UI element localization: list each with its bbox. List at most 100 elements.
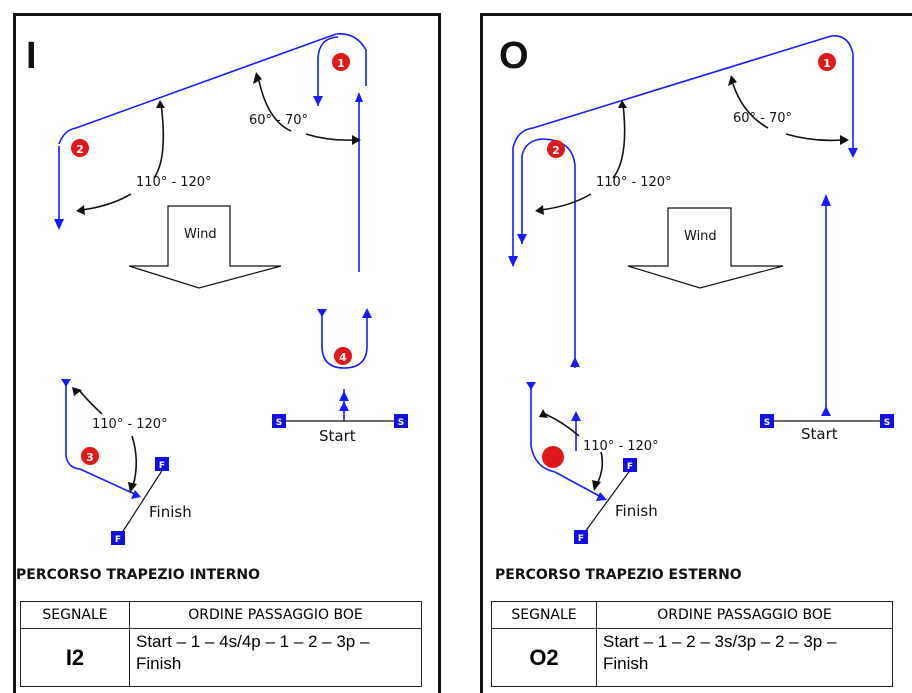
arrowhead	[596, 492, 607, 501]
arrowhead	[848, 148, 858, 158]
start-label: Start	[319, 427, 356, 445]
arrowhead	[253, 72, 262, 84]
finish-flag-bottom	[574, 530, 588, 544]
arrowhead	[517, 234, 527, 244]
start-flag-right-label: S	[884, 418, 890, 428]
finish-flag-top-label: F	[159, 461, 165, 471]
arrowhead	[539, 409, 548, 418]
course-loop-2	[521, 138, 576, 368]
signal-table: SEGNALE ORDINE PASSAGGIO BOE I2 Start – …	[20, 601, 422, 687]
finish-flag-top	[155, 457, 169, 471]
arrowhead	[618, 100, 627, 108]
arrowhead	[61, 379, 71, 387]
mark-1	[818, 53, 836, 71]
finish-line	[581, 468, 632, 537]
arrowhead	[128, 482, 137, 493]
wind-label: Wind	[684, 229, 717, 244]
course-leg-3	[530, 384, 604, 499]
signal-table: SEGNALE ORDINE PASSAGGIO BOE O2 Start – …	[491, 601, 893, 687]
arrowhead	[355, 92, 363, 102]
wind-arrow	[128, 205, 282, 289]
wind-label: Wind	[184, 227, 217, 242]
angle-arc-upper-b	[785, 133, 844, 142]
angle-arc-lower-b	[131, 435, 138, 487]
mark-3-label: 3	[86, 451, 94, 464]
finish-label: Finish	[149, 503, 192, 521]
angle-arc-upper	[258, 80, 292, 132]
angle-arc-lower	[544, 413, 580, 437]
angle-arc-left-b	[540, 193, 592, 211]
angle-label-upper: 60° - 70°	[249, 113, 308, 128]
arrowhead	[339, 391, 349, 401]
arrowhead	[571, 411, 581, 421]
col-header-signal: SEGNALE	[20, 601, 130, 629]
arrowhead	[728, 75, 737, 86]
arrowhead	[131, 490, 141, 499]
start-label: Start	[801, 425, 838, 443]
course-leg-3	[65, 381, 140, 497]
finish-label: Finish	[615, 502, 658, 520]
arrowhead	[821, 194, 831, 206]
arrowhead	[526, 382, 536, 390]
course-leg-reach	[512, 35, 854, 266]
col-header-signal: SEGNALE	[491, 601, 597, 629]
angle-arc-left	[153, 103, 165, 179]
start-flag-left-label: S	[764, 418, 770, 428]
arrowhead	[352, 135, 361, 145]
mark-order: Start – 1 – 2 – 3s/3p – 2 – 3p – Finish	[596, 628, 893, 687]
mark-2-label: 2	[552, 144, 560, 157]
angle-arc-upper	[732, 83, 769, 129]
arrowhead	[508, 256, 518, 267]
finish-flag-bottom	[111, 531, 125, 545]
arrowhead	[317, 309, 327, 317]
mark-3	[542, 446, 564, 468]
col-header-order: ORDINE PASSAGGIO BOE	[596, 601, 893, 629]
start-flag-left-label: S	[276, 418, 282, 428]
angle-arc-lower-b	[596, 451, 604, 485]
course-letter: I	[26, 35, 37, 77]
mark-order: Start – 1 – 4s/4p – 1 – 2 – 3p – Finish	[129, 628, 422, 687]
wind-arrow	[627, 207, 784, 289]
arrowhead	[821, 406, 831, 416]
arrowhead	[76, 205, 85, 215]
angle-arc-left-b	[81, 193, 132, 211]
finish-flag-bottom-label: F	[115, 535, 121, 545]
arrowhead	[54, 219, 64, 230]
course-title: PERCORSO TRAPEZIO ESTERNO	[495, 567, 742, 583]
course-letter: O	[499, 35, 529, 77]
arrowhead	[156, 100, 165, 108]
course-title: PERCORSO TRAPEZIO INTERNO	[16, 567, 260, 583]
mark-4-label: 4	[339, 351, 347, 364]
angle-label-lower: 110° - 120°	[583, 439, 659, 454]
start-flag-right-label: S	[398, 418, 404, 428]
mark-2	[547, 140, 565, 158]
col-header-order: ORDINE PASSAGGIO BOE	[129, 601, 422, 629]
arrowhead	[570, 357, 580, 367]
arrowhead	[535, 205, 544, 215]
mark-1	[332, 53, 350, 71]
arrowhead	[72, 387, 82, 396]
start-flag-right	[880, 414, 894, 428]
mark-3	[81, 447, 99, 465]
signal-code: O2	[491, 628, 597, 687]
angle-label-upper: 60° - 70°	[733, 111, 792, 126]
angle-arc-left	[612, 103, 626, 179]
mark-1-label: 1	[337, 57, 345, 70]
panel-outer-trapezoid: O Wind 60° - 70° 110° - 120°	[480, 13, 912, 693]
mark-4	[334, 347, 352, 365]
finish-flag-top	[623, 458, 637, 472]
course-leg-reach	[58, 33, 367, 145]
signal-code: I2	[20, 628, 130, 687]
course-loop-1	[317, 36, 339, 106]
arrowhead	[313, 96, 323, 106]
angle-label-left: 110° - 120°	[136, 175, 212, 190]
start-flag-left	[760, 414, 774, 428]
course-loop-4	[321, 311, 368, 369]
course-diagram-inner: I Wind 60° - 70° 11	[26, 33, 408, 545]
arrowhead	[592, 480, 601, 491]
angle-label-lower: 110° - 120°	[92, 417, 168, 432]
angle-arc-upper-b	[305, 133, 355, 141]
angle-arc-lower	[78, 389, 103, 415]
finish-line	[119, 468, 164, 537]
start-flag-left	[272, 414, 286, 428]
